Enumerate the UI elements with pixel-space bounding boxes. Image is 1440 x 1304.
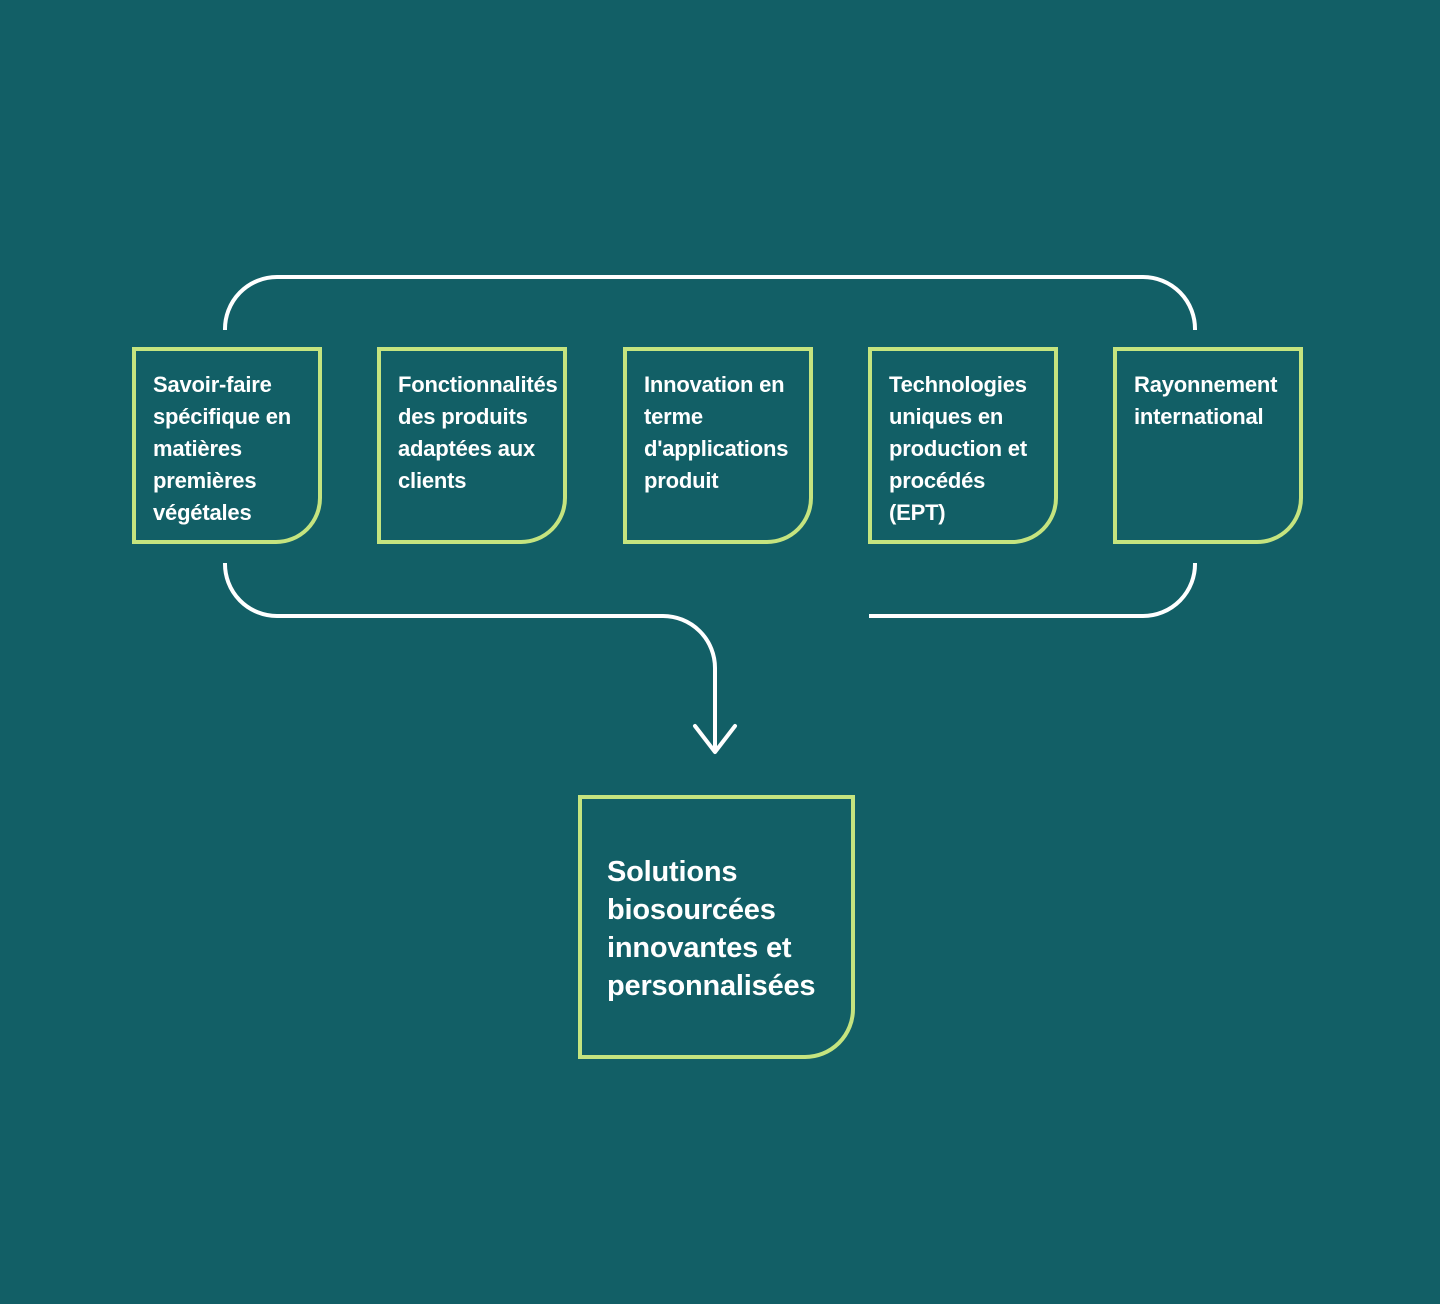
result-node-solutions: Solutions biosourcées innovantes et pers…	[578, 795, 855, 1059]
source-node-savoir-faire: Savoir-faire spécifique en matières prem…	[132, 347, 322, 544]
top-bracket-connector	[222, 275, 1198, 331]
arrow-down-icon	[693, 724, 737, 754]
source-node-label: Rayonnement international	[1134, 372, 1278, 429]
bottom-bracket-left-connector	[222, 562, 717, 752]
source-node-rayonnement: Rayonnement international	[1113, 347, 1303, 544]
result-node-label: Solutions biosourcées innovantes et pers…	[607, 856, 816, 1002]
source-node-innovation: Innovation en terme d'applications produ…	[623, 347, 813, 544]
bottom-bracket-right-connector	[869, 562, 1198, 618]
source-node-label: Fonctionnalités des produits adaptées au…	[398, 372, 558, 493]
source-node-label: Savoir-faire spécifique en matières prem…	[153, 372, 291, 525]
source-node-technologies: Technologies uniques en production et pr…	[868, 347, 1058, 544]
source-node-label: Technologies uniques en production et pr…	[889, 372, 1027, 525]
source-node-label: Innovation en terme d'applications produ…	[644, 372, 789, 493]
source-node-fonctionnalites: Fonctionnalités des produits adaptées au…	[377, 347, 567, 544]
